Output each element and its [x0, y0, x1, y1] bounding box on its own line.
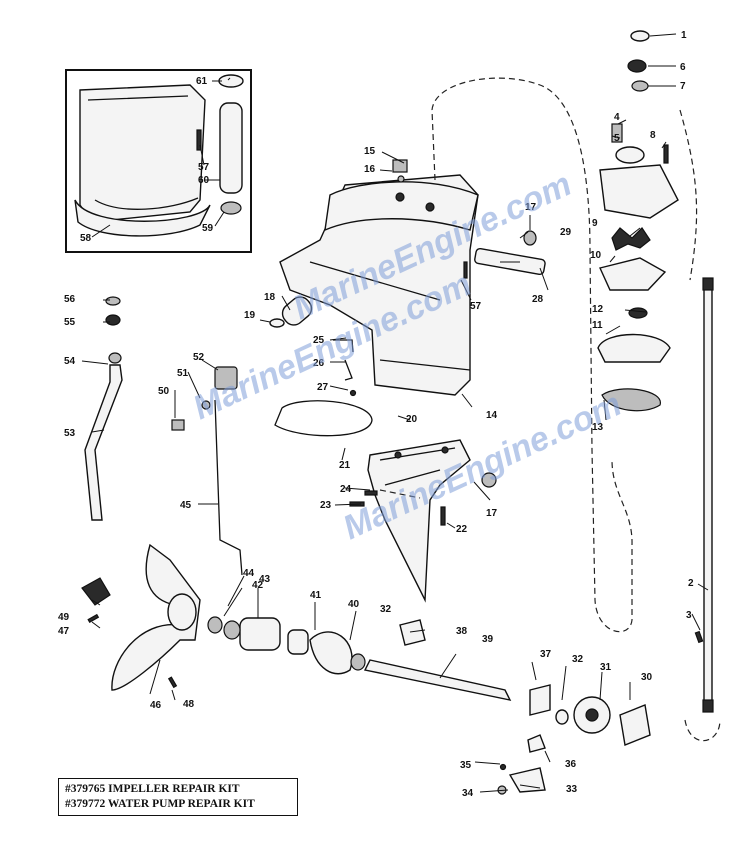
callout-32a: 32: [572, 654, 584, 665]
callout-12: 12: [592, 304, 604, 315]
callout-21: 21: [339, 460, 351, 471]
callout-32b: 32: [380, 604, 392, 615]
callout-23: 23: [320, 500, 332, 511]
callout-35: 35: [460, 760, 472, 771]
callout-50: 50: [158, 386, 170, 397]
callout-11: 11: [592, 320, 603, 331]
callout-60: 60: [198, 175, 210, 186]
callout-48: 48: [183, 699, 195, 710]
callout-17b: 17: [486, 508, 498, 519]
callout-49: 49: [58, 612, 70, 623]
callout-54: 54: [64, 356, 76, 367]
callout-19: 19: [244, 310, 256, 321]
callout-8: 8: [650, 130, 656, 141]
callout-33: 33: [566, 784, 578, 795]
callout-41: 41: [310, 590, 322, 601]
callout-9: 9: [592, 218, 598, 229]
callout-51: 51: [177, 368, 189, 379]
callout-57b: 57: [470, 301, 482, 312]
callout-6: 6: [680, 62, 686, 73]
callout-3: 3: [686, 610, 692, 621]
callout-5: 5: [614, 133, 620, 144]
callout-52: 52: [193, 352, 205, 363]
callout-56: 56: [64, 294, 76, 305]
driveshaft-housing: [279, 174, 479, 396]
callout-17a: 17: [525, 202, 537, 213]
callout-13: 13: [592, 422, 604, 433]
callout-4: 4: [614, 112, 620, 123]
misc-parts: [269, 159, 546, 526]
propeller: [81, 543, 201, 691]
gear-housing: [367, 439, 471, 603]
callout-36: 36: [565, 759, 577, 770]
callout-18: 18: [264, 292, 276, 303]
callout-7: 7: [680, 81, 686, 92]
callout-40: 40: [348, 599, 360, 610]
callout-10: 10: [590, 250, 602, 261]
water-pump-kit-label: #379772 WATER PUMP REPAIR KIT: [65, 798, 255, 810]
callout-24: 24: [340, 484, 352, 495]
callout-44: 44: [243, 568, 255, 579]
callout-30: 30: [641, 672, 653, 683]
drive-shaft: [694, 277, 714, 713]
callout-57a: 57: [198, 162, 210, 173]
callout-20: 20: [406, 414, 418, 425]
callout-16: 16: [364, 164, 376, 175]
callout-59: 59: [202, 223, 214, 234]
leader-lines: [81, 33, 709, 793]
callout-58: 58: [80, 233, 92, 244]
callout-14: 14: [486, 410, 498, 421]
callout-15: 15: [364, 146, 376, 157]
callout-22: 22: [456, 524, 468, 535]
callout-47: 47: [58, 626, 70, 637]
callout-37: 37: [540, 649, 552, 660]
callout-34: 34: [462, 788, 474, 799]
inset-driveshaft-housing: [65, 69, 252, 253]
callout-45: 45: [180, 500, 192, 511]
callout-55: 55: [64, 317, 76, 328]
callout-28: 28: [532, 294, 544, 305]
callout-29: 29: [560, 227, 572, 238]
impeller-kit-label: #379765 IMPELLER REPAIR KIT: [65, 783, 240, 795]
gearcase-dash: [379, 489, 421, 499]
callout-46: 46: [150, 700, 162, 711]
callout-27: 27: [317, 382, 329, 393]
callout-53: 53: [64, 428, 76, 439]
callout-42: 42: [252, 580, 264, 591]
callout-1: 1: [681, 30, 687, 41]
water-tube-path: [431, 77, 633, 633]
propeller-shaft-assembly: [207, 616, 651, 795]
callout-39: 39: [482, 634, 494, 645]
driveshaft-path: [679, 109, 721, 742]
callout-labels: 1 2 3 4 5 6 7 8 9 10 11 12 13 14 15 16 1…: [58, 30, 694, 799]
callout-61: 61: [196, 76, 208, 87]
callout-25: 25: [313, 335, 325, 346]
callout-26: 26: [313, 358, 325, 369]
callout-2: 2: [688, 578, 694, 589]
callout-38: 38: [456, 626, 468, 637]
water-pump-parts: [597, 30, 679, 412]
callout-31: 31: [600, 662, 612, 673]
shift-linkage: [84, 296, 243, 576]
callout-43: 43: [259, 574, 271, 585]
repair-kit-box: #379765 IMPELLER REPAIR KIT #379772 WATE…: [58, 778, 298, 816]
